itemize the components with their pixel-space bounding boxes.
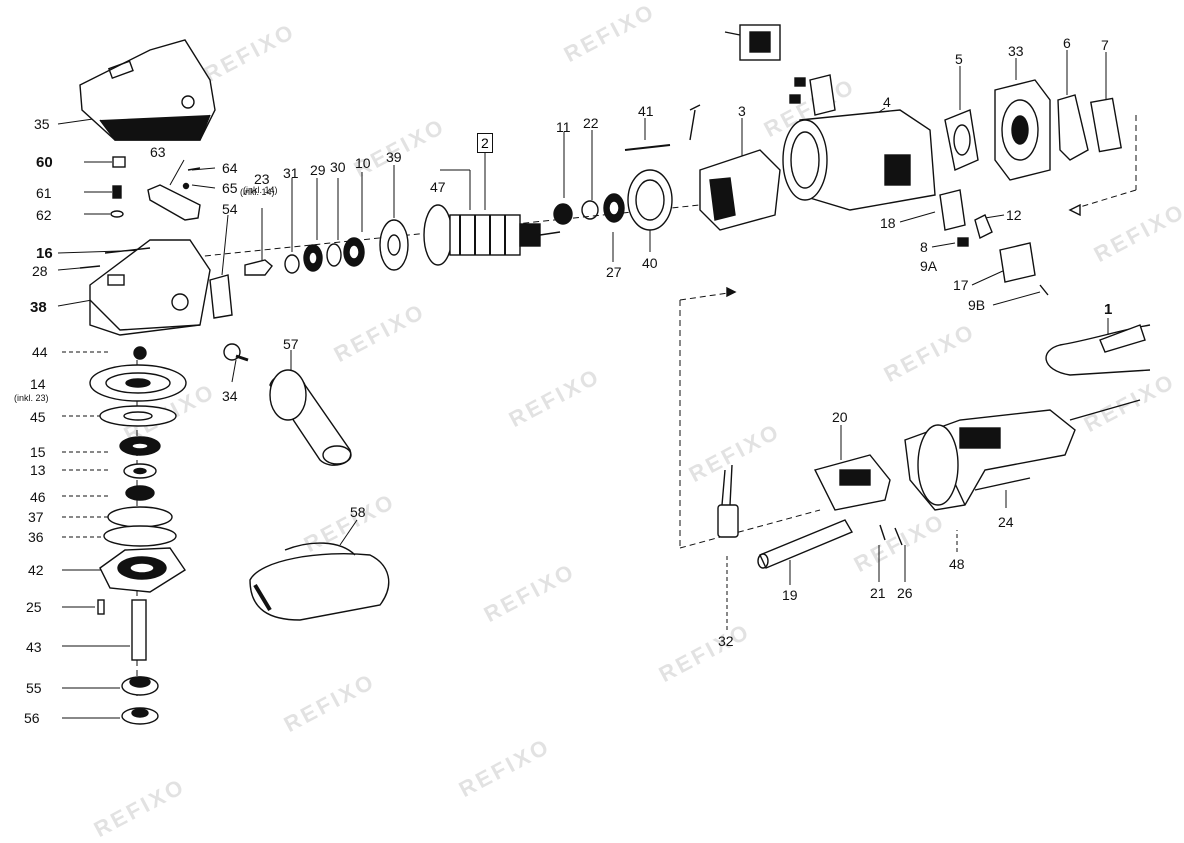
callout-42: 42 <box>28 562 44 578</box>
part-58-guard <box>249 542 390 621</box>
callout-44: 44 <box>32 344 48 360</box>
callout-36: 36 <box>28 529 44 545</box>
callout-4: 4 <box>883 94 891 110</box>
callout-28: 28 <box>32 263 48 279</box>
callout-38: 38 <box>30 299 47 316</box>
part-3-field <box>689 104 781 231</box>
callout-6: 6 <box>1063 35 1071 51</box>
callout-10: 10 <box>355 155 371 171</box>
callout-32: 32 <box>718 633 734 649</box>
callout-24: 24 <box>998 514 1014 530</box>
callout-7: 7 <box>1101 37 1109 53</box>
callout-14-note: (inkl. 23) <box>14 393 49 403</box>
callout-23-note: (inkl. 14) <box>240 187 275 197</box>
callout-62: 62 <box>36 207 52 223</box>
callout-27: 27 <box>606 264 622 280</box>
callout-34: 34 <box>222 388 238 404</box>
callout-3: 3 <box>738 103 746 119</box>
callout-11: 11 <box>556 119 571 135</box>
part-4-motor-housing <box>782 109 936 211</box>
callout-65-note: (inkl. 14) <box>243 185 278 195</box>
callout-29: 29 <box>310 162 326 178</box>
callout-41: 41 <box>638 103 654 119</box>
callout-43: 43 <box>26 639 42 655</box>
callout-9A: 9A <box>920 258 938 274</box>
callout-63: 63 <box>150 144 166 160</box>
callout-26: 26 <box>897 585 913 601</box>
callout-1: 1 <box>1104 301 1113 318</box>
part-48-body <box>904 399 1141 511</box>
callout-45: 45 <box>30 409 46 425</box>
callout-19: 19 <box>782 587 798 603</box>
part-33-end-cap <box>994 79 1051 181</box>
callout-20: 20 <box>832 409 848 425</box>
callout-5: 5 <box>955 51 963 67</box>
callout-55: 55 <box>26 680 42 696</box>
callout-40: 40 <box>642 255 658 271</box>
callout-65: 65 <box>222 180 238 196</box>
callout-23: 23 <box>254 171 270 187</box>
callout-18: 18 <box>880 215 896 231</box>
callout-57: 57 <box>283 336 299 352</box>
part-57-handle <box>269 369 352 466</box>
callout-8: 8 <box>920 239 928 255</box>
callout-2-box: 2 <box>477 133 493 153</box>
callout-58: 58 <box>350 504 366 520</box>
callout-15: 15 <box>30 444 46 460</box>
callout-39: 39 <box>386 149 402 165</box>
callout-54: 54 <box>222 201 238 217</box>
callout-30: 30 <box>330 159 346 175</box>
callout-31: 31 <box>283 165 299 181</box>
callout-64: 64 <box>222 160 238 176</box>
callout-13: 13 <box>30 462 46 478</box>
part-47-armature <box>423 204 561 266</box>
callout-16: 16 <box>36 245 53 262</box>
callout-56: 56 <box>24 710 40 726</box>
callout-37: 37 <box>28 509 44 525</box>
callout-21: 21 <box>870 585 886 601</box>
callout-35: 35 <box>34 116 50 132</box>
callout-33: 33 <box>1008 43 1024 59</box>
callout-25: 25 <box>26 599 42 615</box>
callout-47: 47 <box>430 179 446 195</box>
callout-9B: 9B <box>968 297 986 313</box>
part-38-gear-housing <box>89 239 211 336</box>
callout-61: 61 <box>36 185 52 201</box>
part-35-cover <box>79 39 216 141</box>
callout-60: 60 <box>36 154 53 171</box>
callout-46: 46 <box>30 489 46 505</box>
callout-12: 12 <box>1006 207 1022 223</box>
callout-17: 17 <box>953 277 969 293</box>
callout-14: 14 <box>30 376 46 392</box>
callout-22: 22 <box>583 115 599 131</box>
callout-48: 48 <box>949 556 965 572</box>
